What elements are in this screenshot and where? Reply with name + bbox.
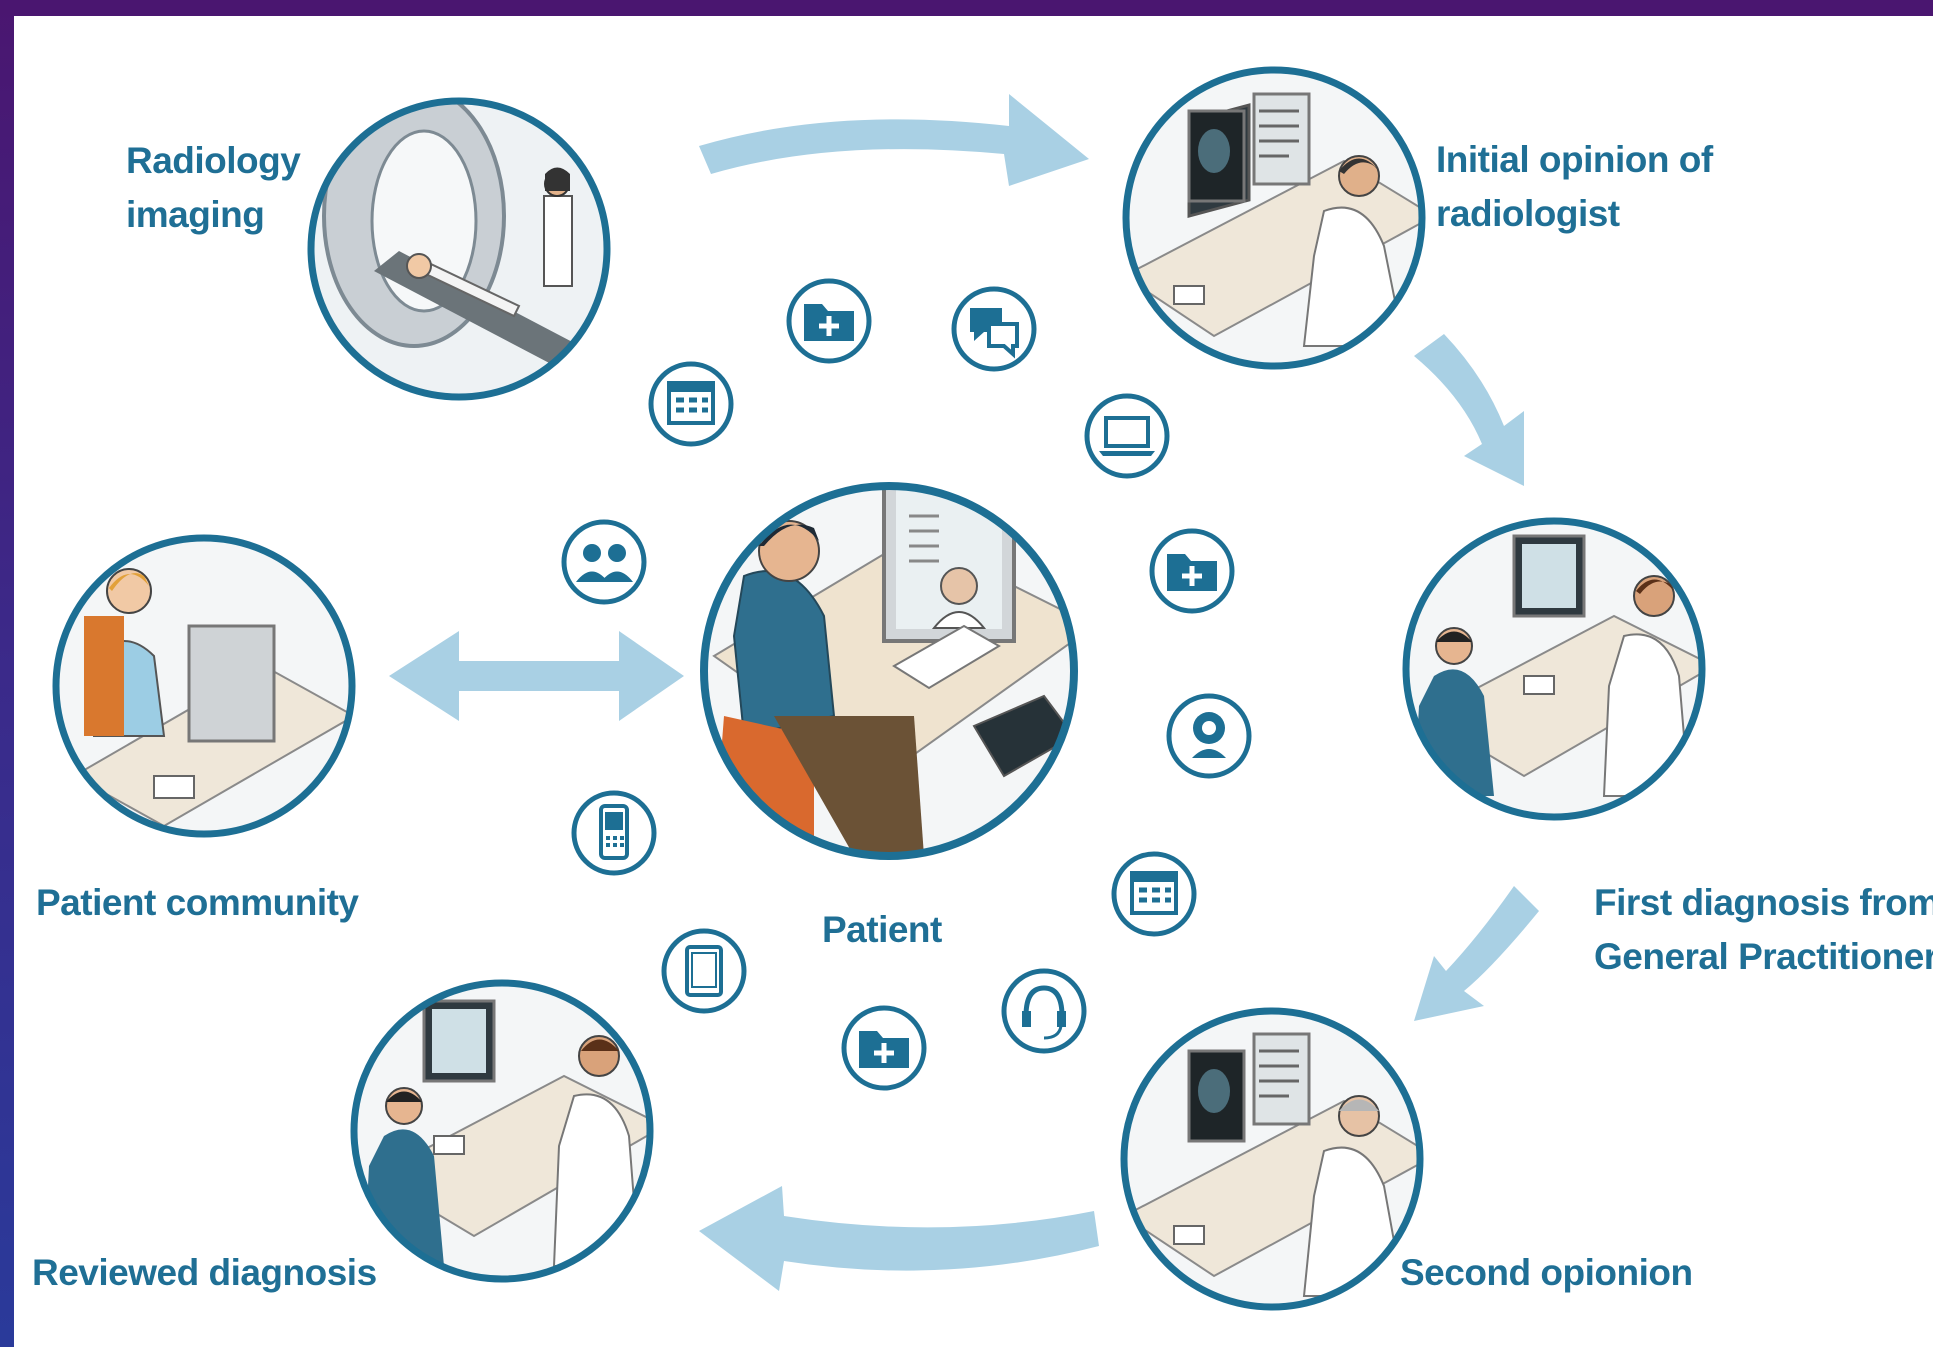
label-line: Initial opinion of [1436, 139, 1713, 180]
label-reviewed-diagnosis: Reviewed diagnosis [32, 1246, 377, 1300]
label-line: Second opionion [1400, 1252, 1693, 1293]
mobile-phone-icon [571, 790, 657, 876]
calendar-icon [1111, 851, 1197, 937]
scene-patient-community [52, 534, 356, 838]
folder-plus-icon [841, 1005, 927, 1091]
webcam-icon [1166, 693, 1252, 779]
folder-plus-icon [1149, 528, 1235, 614]
label-patient-community: Patient community [36, 876, 359, 930]
label-line: Patient community [36, 882, 359, 923]
arrow-second-to-reviewed [699, 1186, 1099, 1291]
label-first-diagnosis: First diagnosis from General Practitione… [1594, 876, 1933, 984]
chat-icon [951, 286, 1037, 372]
scene-second-opinion [1120, 1007, 1424, 1311]
label-line: Radiology [126, 140, 301, 181]
tablet-icon [661, 928, 747, 1014]
workflow-diagram [52, 66, 1706, 1311]
label-patient: Patient [822, 903, 942, 957]
users-icon [561, 519, 647, 605]
label-second-opinion: Second opionion [1400, 1246, 1693, 1300]
scene-first-diagnosis [1402, 517, 1706, 821]
label-initial-opinion: Initial opinion of radiologist [1436, 133, 1713, 241]
icon-badges [561, 278, 1252, 1091]
scene-reviewed-diagnosis [350, 979, 654, 1283]
arrow-radiology-to-initial [699, 94, 1089, 186]
arrow-initial-to-first [1414, 334, 1524, 486]
label-line: imaging [126, 194, 265, 235]
label-line: radiologist [1436, 193, 1620, 234]
headset-icon [1001, 968, 1087, 1054]
laptop-icon [1084, 393, 1170, 479]
scene-radiology [307, 97, 611, 401]
label-line: First diagnosis from [1594, 882, 1933, 923]
label-line: Patient [822, 909, 942, 950]
label-radiology-imaging: Radiology imaging [126, 134, 301, 242]
diagram-panel: Radiology imaging Initial opinion of rad… [14, 16, 1933, 1347]
flow-arrows [389, 94, 1539, 1291]
calendar-icon [648, 361, 734, 447]
arrow-community-patient [389, 631, 684, 721]
scene-patient [700, 482, 1078, 860]
label-line: Reviewed diagnosis [32, 1252, 377, 1293]
label-line: General Practitioner [1594, 936, 1933, 977]
scene-initial-opinion [1122, 66, 1426, 370]
arrow-first-to-second [1414, 886, 1539, 1021]
folder-plus-icon [786, 278, 872, 364]
